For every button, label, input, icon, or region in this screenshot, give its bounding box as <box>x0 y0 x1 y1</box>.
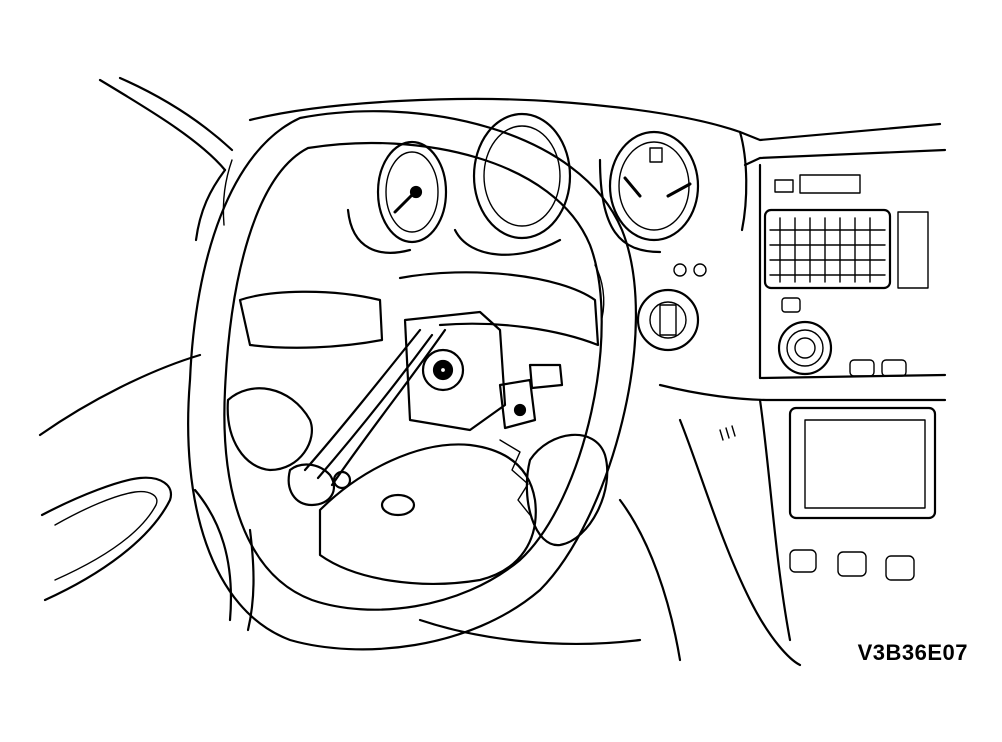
clock-display <box>799 174 861 194</box>
steering-wheel <box>187 110 638 651</box>
ignition-switch <box>636 263 707 352</box>
hub-nut <box>421 348 465 392</box>
center-console <box>658 163 947 667</box>
wheel-rim-inner <box>223 141 603 611</box>
instrument-cluster <box>346 112 700 256</box>
a-pillar <box>98 76 234 242</box>
tachometer-needle <box>393 193 414 214</box>
tachometer-gauge <box>376 140 448 244</box>
hazard-button <box>781 297 801 313</box>
audio-display <box>788 406 937 520</box>
figure-code-label: V3B36E07 <box>857 640 968 665</box>
wheel-rim-outer <box>187 110 638 651</box>
climate-control-knob <box>777 320 833 376</box>
door-panel <box>38 353 255 632</box>
air-vent-grille <box>763 208 892 290</box>
dashboard-top <box>248 97 947 232</box>
speedometer-gauge <box>472 112 572 240</box>
lower-dashboard <box>418 498 682 662</box>
steering-hub-mechanism <box>287 310 564 516</box>
fuel-temp-gauge <box>608 130 700 242</box>
